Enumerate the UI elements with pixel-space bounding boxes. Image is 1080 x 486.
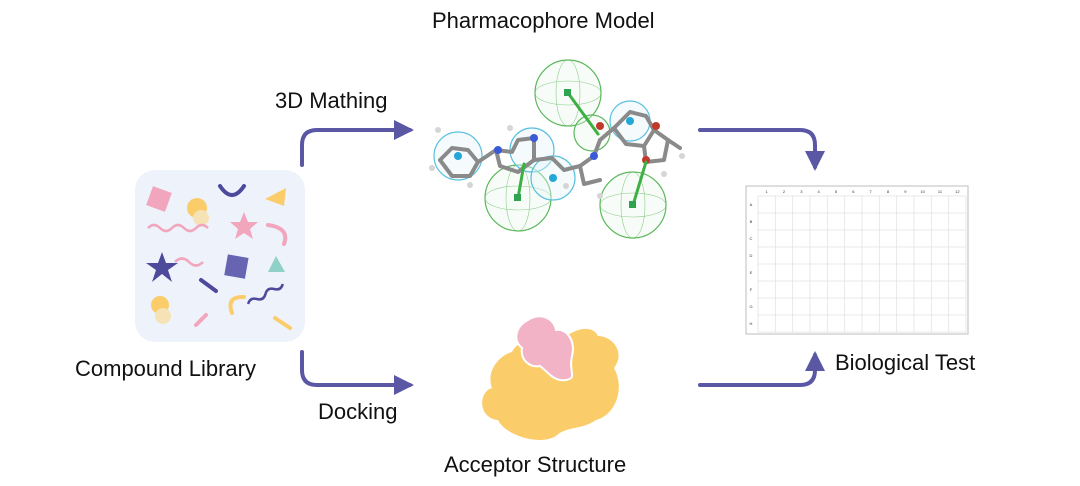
arrow-library-to-docking (300, 350, 414, 395)
3d-matching-label: 3D Mathing (275, 88, 388, 113)
navy-line-shape (199, 278, 218, 293)
plate-row-header: F (750, 287, 753, 292)
compound-library-label: Compound Library (75, 356, 256, 381)
flow-arrows (300, 120, 825, 395)
plate-column-header: 5 (835, 189, 838, 194)
plate-column-header: 6 (852, 189, 855, 194)
plate-column-header: 9 (904, 189, 907, 194)
yellow-stick-shape (273, 316, 292, 330)
plate-column-header: 8 (887, 189, 890, 194)
pharmacophore-vectors (516, 91, 648, 207)
arrow-acceptor-to-test (698, 351, 825, 387)
pink-stick-shape (194, 313, 208, 327)
navy-striped-square-shape (224, 254, 249, 279)
navy-wave-shape (246, 283, 284, 305)
arrow-pharmacophore-to-test (698, 128, 825, 171)
ligand-shape (515, 315, 574, 382)
plate-row-header: A (750, 202, 753, 207)
pink-wave-shape (147, 223, 209, 233)
plate-column-header: 4 (818, 189, 821, 194)
plate-column-header: 10 (920, 189, 925, 194)
yellow-arc-shape (228, 294, 246, 315)
pharmacophore-molecule (429, 59, 685, 239)
plate-column-header: 7 (870, 189, 873, 194)
pink-arc-shape (266, 223, 288, 246)
yellow-triangle-shape (265, 188, 286, 206)
plate-grid (757, 195, 967, 333)
teal-triangle-shape (268, 256, 285, 272)
plate-column-header: 2 (783, 189, 786, 194)
biological-test-label: Biological Test (835, 350, 976, 375)
pharmacophore-model-label: Pharmacophore Model (432, 8, 655, 33)
plate-column-header: 3 (800, 189, 803, 194)
binding-pocket-shape (482, 328, 619, 441)
plate-row-header: H (750, 321, 753, 326)
plate-row-headers: A B C D E F G H (749, 202, 752, 326)
pink-square-shape (146, 186, 172, 212)
green-sphere (573, 114, 611, 152)
pink-line-shape (174, 257, 204, 267)
plate-row-header: G (749, 304, 752, 309)
arrow-library-to-pharmacophore (300, 120, 414, 167)
navy-star-shape (146, 252, 178, 282)
acceptor-structure-label: Acceptor Structure (444, 452, 627, 477)
heteroatoms (494, 122, 660, 164)
plate-row-header: B (750, 219, 753, 224)
plate-row-header: D (750, 253, 753, 258)
docking-label: Docking (318, 399, 398, 424)
compound-library-box (135, 170, 305, 342)
navy-arc-shape (218, 184, 246, 197)
plate-column-header: 12 (955, 189, 960, 194)
pink-star-shape (230, 212, 258, 239)
plate-column-header: 1 (766, 189, 769, 194)
plate-row-header: E (750, 270, 753, 275)
plate-row-header: C (750, 236, 753, 241)
acceptor-structure (482, 315, 619, 441)
plate-column-header: 11 (938, 189, 943, 194)
